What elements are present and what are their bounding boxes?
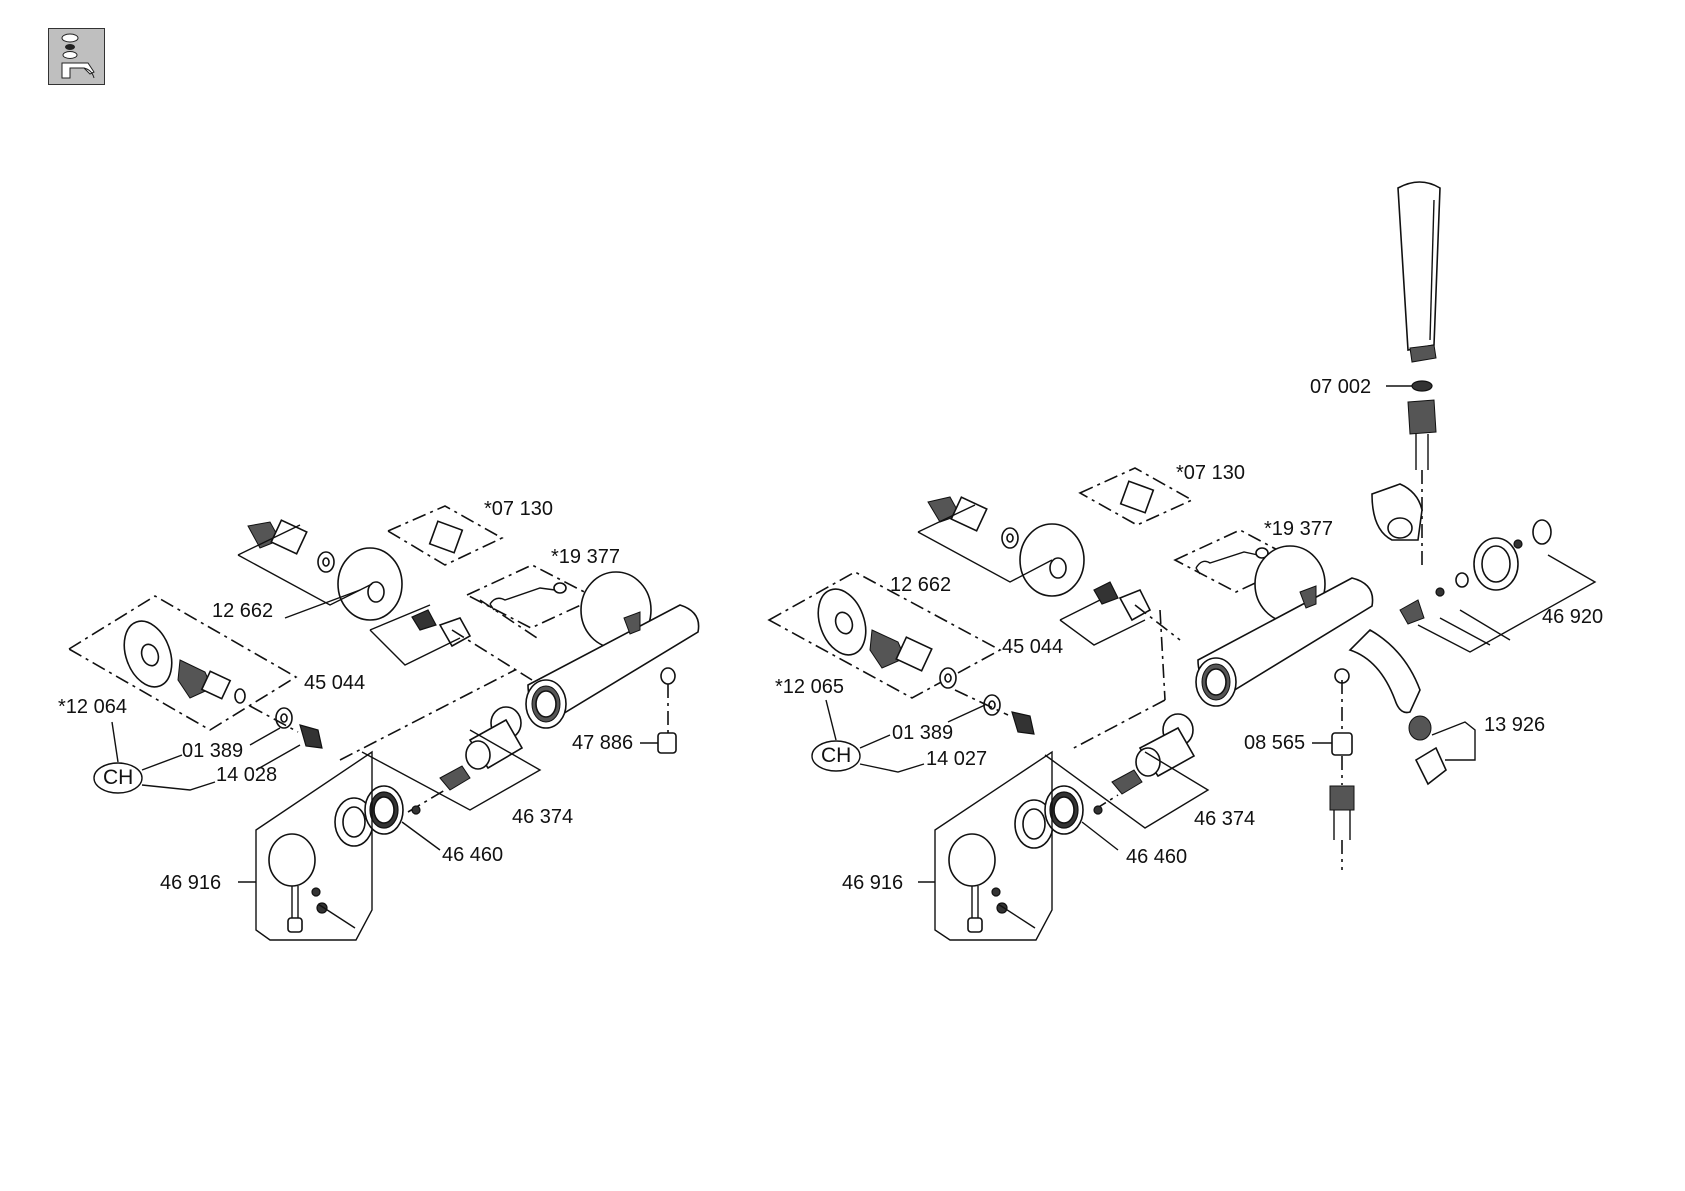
label-13926-right: 13 926 (1484, 714, 1545, 736)
label-12064-left: *12 064 (58, 696, 127, 718)
label-12662-right: 12 662 (890, 574, 951, 596)
label-01389-right: 01 389 (892, 722, 953, 744)
label-14028-left: 14 028 (216, 764, 277, 786)
ch-badge-left: CH (103, 767, 133, 789)
label-07130-right: *07 130 (1176, 462, 1245, 484)
label-46460-right: 46 460 (1126, 846, 1187, 868)
label-46374-right: 46 374 (1194, 808, 1255, 830)
label-01389-left: 01 389 (182, 740, 243, 762)
label-46916-left: 46 916 (160, 872, 221, 894)
label-07130-left: *07 130 (484, 498, 553, 520)
label-19377-left: *19 377 (551, 546, 620, 568)
label-45044-left: 45 044 (304, 672, 365, 694)
label-45044-right: 45 044 (1002, 636, 1063, 658)
label-08565-right: 08 565 (1244, 732, 1305, 754)
label-07002-right: 07 002 (1310, 376, 1371, 398)
label-47886-left: 47 886 (572, 732, 633, 754)
label-46920-right: 46 920 (1542, 606, 1603, 628)
label-12065-right: *12 065 (775, 676, 844, 698)
label-14027-right: 14 027 (926, 748, 987, 770)
ch-badge-right: CH (821, 745, 851, 767)
label-19377-right: *19 377 (1264, 518, 1333, 540)
label-46916-right: 46 916 (842, 872, 903, 894)
label-46460-left: 46 460 (442, 844, 503, 866)
label-46374-left: 46 374 (512, 806, 573, 828)
label-12662-left: 12 662 (212, 600, 273, 622)
